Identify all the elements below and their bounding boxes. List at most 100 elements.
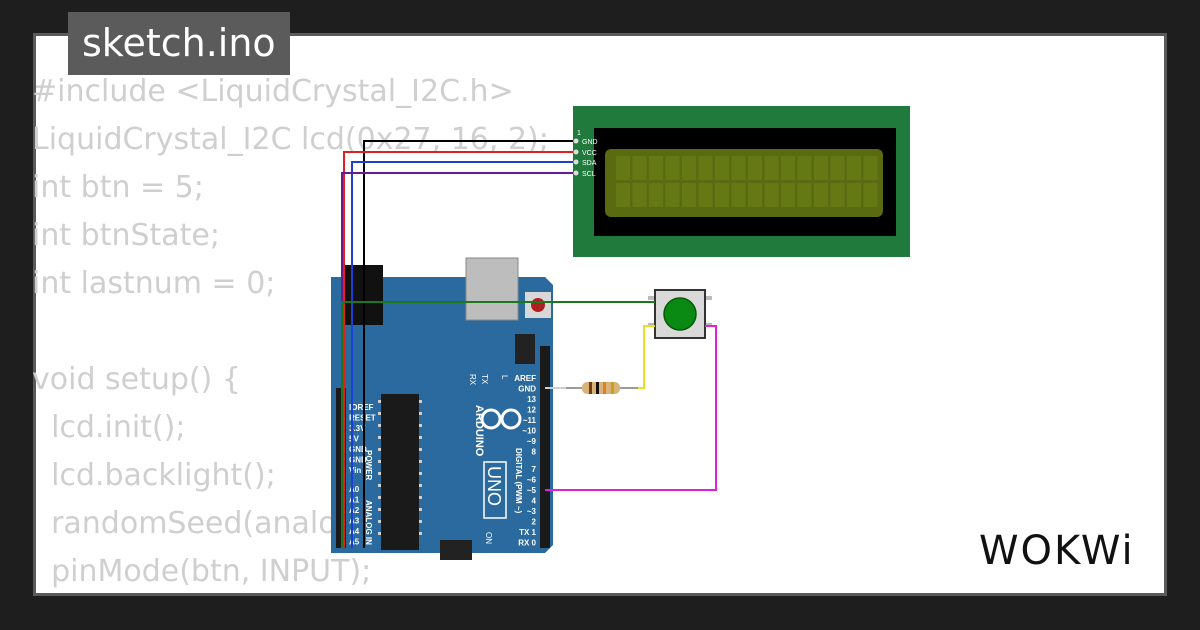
lcd-character-cell xyxy=(665,156,680,180)
power-pin-label: GND xyxy=(349,456,367,465)
analog-pin-label: A4 xyxy=(349,527,360,536)
lcd-character-cell xyxy=(698,156,713,180)
usb-connector xyxy=(465,257,519,321)
lcd-pins: GND VCC SDA SCL xyxy=(573,138,598,178)
lcd-character-cell xyxy=(665,183,680,207)
lcd-character-cell xyxy=(814,156,828,180)
code-line: void setup() { xyxy=(32,362,241,397)
rx-led-label: RX xyxy=(468,374,477,386)
wires xyxy=(341,140,717,548)
digital-pin-label: 12 xyxy=(527,406,536,415)
uno-label-box xyxy=(483,461,507,519)
lcd-character-cell xyxy=(731,183,746,207)
lcd-character-cell xyxy=(830,156,845,180)
lcd-character-cell xyxy=(814,183,828,207)
digital-pin-label: ~3 xyxy=(527,507,537,516)
file-name-tab[interactable]: sketch.ino xyxy=(68,12,290,75)
lcd-character-cell xyxy=(748,156,762,180)
digital-pin-label: 2 xyxy=(532,518,537,527)
l-led-label: L xyxy=(500,375,509,380)
lcd-character-cell xyxy=(616,156,630,180)
lcd-module[interactable]: 1 GND VCC SDA SCL xyxy=(573,106,910,257)
icsp-header-bottom xyxy=(440,540,472,560)
on-label: ON xyxy=(484,532,493,544)
digital-pin-label: AREF xyxy=(514,374,536,383)
atmega-chip-pins xyxy=(378,400,422,535)
analog-pin-label: A5 xyxy=(349,538,360,547)
wire-resistor xyxy=(638,325,655,389)
code-line: #include <LiquidCrystal_I2C.h> xyxy=(32,74,514,109)
lcd-character-cell xyxy=(748,183,762,207)
arduino-model-label: UNO xyxy=(484,466,504,506)
code-line: int btn = 5; xyxy=(32,170,204,205)
pushbutton[interactable] xyxy=(648,289,712,339)
lcd-character-cell xyxy=(830,183,845,207)
tx-led-label: TX xyxy=(480,374,489,385)
power-pin-label: 3.3V xyxy=(349,424,366,433)
lcd-character-cell xyxy=(649,183,663,207)
lcd-character-cell xyxy=(632,183,647,207)
lcd-character-cell xyxy=(698,183,713,207)
lcd-character-cell xyxy=(616,183,630,207)
digital-pin-label: ~11 xyxy=(523,416,537,425)
code-line: lcd.backlight(); xyxy=(32,458,276,493)
wire-sda xyxy=(351,161,573,548)
lcd-character-cell xyxy=(632,156,647,180)
digital-pin-label: TX 1 xyxy=(519,528,536,537)
lcd-character-cell xyxy=(715,183,729,207)
digital-pin-label: GND xyxy=(518,385,536,394)
lcd-character-cell xyxy=(682,156,696,180)
lcd-character-cell xyxy=(863,156,878,180)
digital-header-label: DIGITAL (PWM ~) xyxy=(514,448,523,514)
wokwi-logo[interactable]: WOKWi xyxy=(975,524,1150,576)
reset-button[interactable] xyxy=(531,298,545,312)
code-line: int lastnum = 0; xyxy=(32,266,276,301)
power-pin-label: Vin xyxy=(349,466,361,475)
lcd-character-cell xyxy=(847,183,861,207)
lcd-character-cell xyxy=(863,183,878,207)
digital-header-top xyxy=(540,346,550,462)
lcd-character-cell xyxy=(764,156,779,180)
digital-pin-label: ~6 xyxy=(527,476,537,485)
icsp-header-top xyxy=(515,334,535,364)
wire-vcc xyxy=(343,151,573,548)
lcd-pin-gnd: GND xyxy=(582,139,598,146)
lcd-character-cell xyxy=(715,156,729,180)
digital-pin-label: 4 xyxy=(532,497,537,506)
digital-pin-label: RX 0 xyxy=(518,539,536,548)
digital-pin-label: 7 xyxy=(532,465,537,474)
digital-pin-label: 8 xyxy=(532,448,537,457)
lcd-character-cells xyxy=(616,156,878,207)
code-line: LiquidCrystal_I2C lcd(0x27, 16, 2); xyxy=(32,122,549,157)
lcd-character-cell xyxy=(731,156,746,180)
arduino-brand-label: ARDUINO xyxy=(473,405,485,457)
code-line: pinMode(btn, INPUT); xyxy=(32,554,372,589)
lcd-pin-scl: SCL xyxy=(582,171,596,178)
lcd-character-cell xyxy=(847,156,861,180)
analog-pin-label: A0 xyxy=(349,485,360,494)
analog-pin-label: A2 xyxy=(349,506,360,515)
analog-pin-label: A3 xyxy=(349,517,360,526)
digital-header-bottom xyxy=(540,462,550,548)
lcd-character-cell xyxy=(797,183,812,207)
lcd-character-cell xyxy=(781,156,795,180)
power-pin-label: GND xyxy=(349,445,367,454)
digital-pin-label: ~10 xyxy=(522,427,536,436)
lcd-character-cell xyxy=(682,183,696,207)
resistor[interactable] xyxy=(566,382,638,394)
arduino-logo xyxy=(480,408,522,430)
power-pin-label: RESET xyxy=(349,414,376,423)
code-line: int btnState; xyxy=(32,218,220,253)
power-pin-label: IOREF xyxy=(349,403,374,412)
wire-pin5 xyxy=(545,325,717,491)
digital-pin-label: 13 xyxy=(527,395,536,404)
wire-button xyxy=(341,301,655,548)
code-listing: #include <LiquidCrystal_I2C.h> LiquidCrys… xyxy=(32,68,549,596)
lcd-pin-vcc: VCC xyxy=(582,150,597,157)
code-line: lcd.init(); xyxy=(32,410,186,445)
